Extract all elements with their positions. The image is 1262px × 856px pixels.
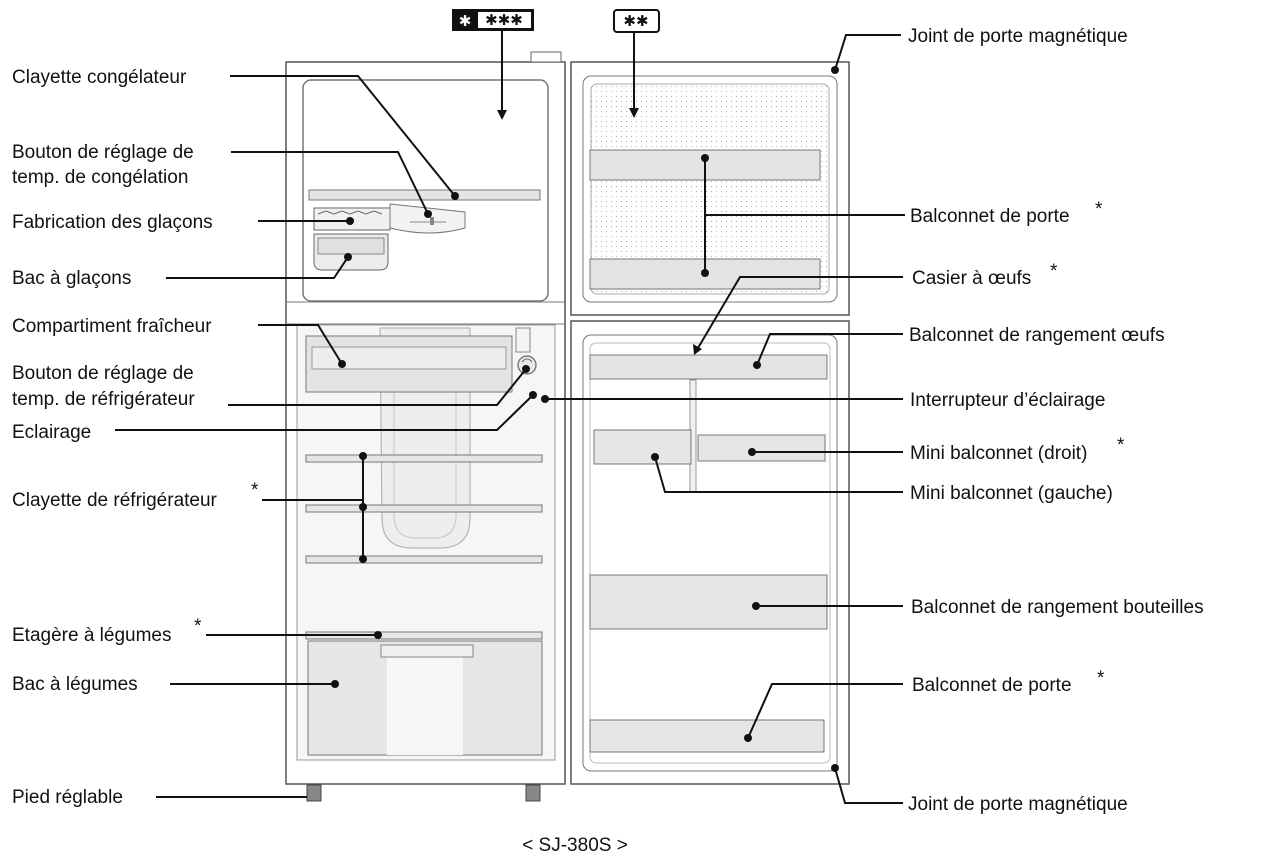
- label-freezer-shelf: Clayette congélateur: [12, 67, 187, 88]
- fridge-shelf-2: [305, 504, 543, 513]
- label-door-balcony-top: Balconnet de porte: [910, 206, 1070, 227]
- label-ice-bin: Bac à glaçons: [12, 268, 131, 289]
- model-name: < SJ-380S >: [522, 835, 628, 856]
- label-bottle-balcony: Balconnet de rangement bouteilles: [911, 597, 1204, 618]
- label-mini-balcony-right: Mini balconnet (droit): [910, 443, 1087, 464]
- asterisk-mini-balcony-right: *: [1117, 435, 1125, 456]
- leader-lines: [115, 34, 905, 804]
- label-fridge-knob-line1: Bouton de réglage de: [12, 363, 194, 384]
- label-door-balcony-bottom: Balconnet de porte: [912, 675, 1072, 696]
- fridge-door: [570, 320, 850, 785]
- foot-left: [306, 784, 322, 802]
- mini-balcony-left: [593, 429, 692, 465]
- freezer-door: [570, 61, 850, 316]
- label-ice-maker: Fabrication des glaçons: [12, 212, 213, 233]
- label-adjustable-foot: Pied réglable: [12, 787, 123, 808]
- label-light: Eclairage: [12, 422, 91, 443]
- asterisk-fridge-shelf: *: [251, 480, 259, 501]
- label-fridge-knob-line2: temp. de réfrigérateur: [12, 389, 195, 410]
- label-egg-balcony: Balconnet de rangement œufs: [909, 325, 1165, 346]
- label-freezer-knob-line2: temp. de congélation: [12, 167, 188, 188]
- label-mini-balcony-left: Mini balconnet (gauche): [910, 483, 1113, 504]
- cabinet: [285, 51, 566, 802]
- foot-right: [525, 784, 541, 802]
- star-rating-two: ✱✱: [623, 12, 648, 30]
- fridge-door-balcony: [589, 719, 825, 753]
- asterisk-door-balcony-top: *: [1095, 199, 1103, 220]
- label-fridge-shelf: Clayette de réfrigérateur: [12, 490, 218, 511]
- label-vegetable-shelf: Etagère à légumes: [12, 625, 172, 646]
- bottle-balcony: [589, 574, 828, 630]
- label-light-switch: Interrupteur d’éclairage: [910, 390, 1105, 411]
- label-door-seal-top: Joint de porte magnétique: [908, 26, 1128, 47]
- star-rating-three: ✱✱✱: [485, 11, 523, 29]
- fridge-shelf-1: [305, 454, 543, 463]
- mini-balcony-right: [697, 434, 826, 462]
- label-chiller: Compartiment fraîcheur: [12, 316, 212, 337]
- label-egg-tray: Casier à œufs: [912, 268, 1031, 289]
- freezer-shelf: [308, 189, 541, 201]
- asterisk-vegetable-shelf: *: [194, 616, 202, 637]
- asterisk-egg-tray: *: [1050, 261, 1058, 282]
- label-door-seal-bottom: Joint de porte magnétique: [908, 794, 1128, 815]
- label-freezer-knob-line1: Bouton de réglage de: [12, 142, 194, 163]
- egg-balcony: [589, 354, 828, 380]
- star-rating-flake: ✱: [459, 12, 472, 30]
- label-vegetable-drawer: Bac à légumes: [12, 674, 138, 695]
- asterisk-door-balcony-bottom: *: [1097, 668, 1105, 689]
- freezer-star-rating: ✱ ✱✱✱: [452, 9, 534, 31]
- freezer-door-star-rating: ✱✱: [613, 9, 660, 33]
- fridge-shelf-3: [305, 555, 543, 564]
